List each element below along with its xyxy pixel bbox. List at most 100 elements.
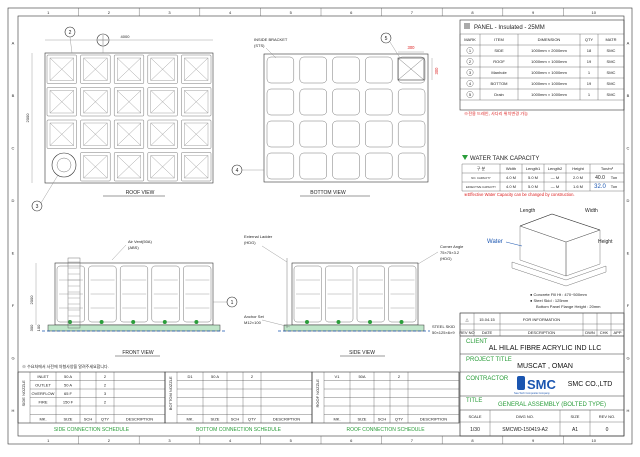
panel-cell [147,54,178,84]
nozzle-cell: D1 [187,374,193,379]
panel-cell-inner [184,155,209,179]
panel-cell [113,54,144,84]
panel-table-cell: 19 [587,81,592,86]
panel-table-cell: ROOF [493,59,505,64]
corner-angle-size: 75×75×3.2 [440,250,460,255]
nozzle-cell: V1 [335,374,341,379]
panel-cell [181,152,212,182]
capacity-header: Ton/m³ [601,166,614,171]
panel-cell [80,152,111,182]
panel-mark-circle [466,80,474,87]
panel-cell-inner [83,90,108,114]
panel-table-cell: Drain [494,92,504,97]
iso-length-label: Length [520,208,536,214]
front-base-dim: 300 [29,324,34,331]
panel-diagonal [184,122,209,146]
panel-cell-inner [116,122,141,146]
panel-cell-inner [49,57,74,81]
panel-table-cell: 18 [587,48,592,53]
zone-col-top: 4 [229,10,232,15]
capacity-row-label: EFFECTIVE CAPACITY [466,185,496,189]
ext-ladder-mat: (HDG) [244,240,256,245]
rev-header: REV NO [459,330,474,335]
front-nozzle-dot [99,320,104,324]
zone-col-bottom: 4 [229,438,232,443]
roof-view: 4000 2000 ROOF VIEW 2 3 [25,26,214,212]
zone-col-top: 8 [471,10,474,15]
front-view: 2000 300 100 Air Vent(50A) (ABS) FRONT V… [29,239,238,357]
panel-diagonal [184,57,209,81]
capacity-cell: — M [551,175,559,180]
corner-angle-mat: (HDG) [440,256,452,261]
panel-diagonal [117,122,141,146]
panel-cell [147,87,178,117]
panel-table-header: MARK [464,37,476,42]
front-ladder-rungs [68,261,80,323]
project-name: MUSCAT , OMAN [517,363,573,370]
zone-row-right: C [627,145,630,150]
contractor-name: SMC CO.,LTD [568,381,613,388]
nozzle-header: DESCRIPTION [273,417,300,422]
zone-row-right: G [626,355,629,360]
panel-diagonal [150,57,175,81]
nozzle-header: SCH [84,417,93,422]
nozzle-header: QTY [395,417,404,422]
bottom-view-title: BOTTOM VIEW [310,190,346,196]
nozzle-cell: OVERFLOW [32,391,55,396]
project-label: PROJECT TITLE [466,357,512,363]
svg-text:Sea Tech Composite Company: Sea Tech Composite Company [514,391,550,395]
bottom-panel-cell [398,56,426,84]
zone-row-right: A [627,40,630,45]
bottom-panel-cell [332,152,360,180]
zone-col-bottom: 1 [47,438,50,443]
bottom-panel-cell [365,88,393,116]
panel-cell-inner [49,90,74,114]
panel-table-cell: SMC [607,59,616,64]
nozzle-cell: 3 [104,391,107,396]
bottom-panel-cell [266,56,294,84]
bottom-outline [263,53,429,183]
bottom-panel-cell [266,120,294,148]
capacity-cell: 4.0 M [506,184,516,189]
inside-bracket-label: INSIDE BRACKET [254,37,288,42]
panel-diagonal [150,122,175,146]
zone-row-left: E [12,250,15,255]
bottom-panel-cell [299,152,327,180]
panel-table-cell: 1000mm × 1000mm [531,70,567,75]
tb-header: REV NO. [599,414,615,419]
nozzle-header: SCH [231,417,240,422]
zone-row-left: H [12,408,15,413]
panel-diagonal [49,90,74,114]
zone-col-top: 6 [350,10,353,15]
zone-col-bottom: 8 [471,438,474,443]
side-view-title: SIDE VIEW [349,350,375,356]
air-vent-label: Air Vent(50A) [128,239,152,244]
panel-table-cell: Manhole [491,70,507,75]
nozzle-header: QTY [248,417,257,422]
panel-table-cell: 1000mm × 1000mm [531,59,567,64]
panel-table-header: DIMENSION [538,37,561,42]
nozzle-group-label: SIDE NOZZLE [21,380,26,407]
panel-cell [181,54,212,84]
capacity-note: ※Effective Water Capacity can be changed… [464,192,575,197]
drawing-title: GENERAL ASSEMBLY (BOLTED TYPE) [498,402,606,408]
panel-diagonal [117,57,141,81]
panel-table-header: QTY [585,37,594,42]
capacity-header: 구 분 [477,166,486,171]
smc-logo: SMC Sea Tech Composite Company [514,376,557,395]
panel-cell-inner [49,122,74,146]
nozzle-header: QTY [101,417,110,422]
zone-row-left: A [12,40,15,45]
zone-row-left: G [11,355,14,360]
iso-note-3: Bottom Panel Flange Height : 20mm [536,304,601,309]
panel-table-cell: SIDE [494,48,504,53]
nozzle-header: MK. [39,417,46,422]
nozzle-group-label: BOTTOM NOZZLE [168,376,173,410]
capacity-header: Length1 [526,166,541,171]
rev-header: APP [613,330,621,335]
panel-table-cell: SMC [607,70,616,75]
